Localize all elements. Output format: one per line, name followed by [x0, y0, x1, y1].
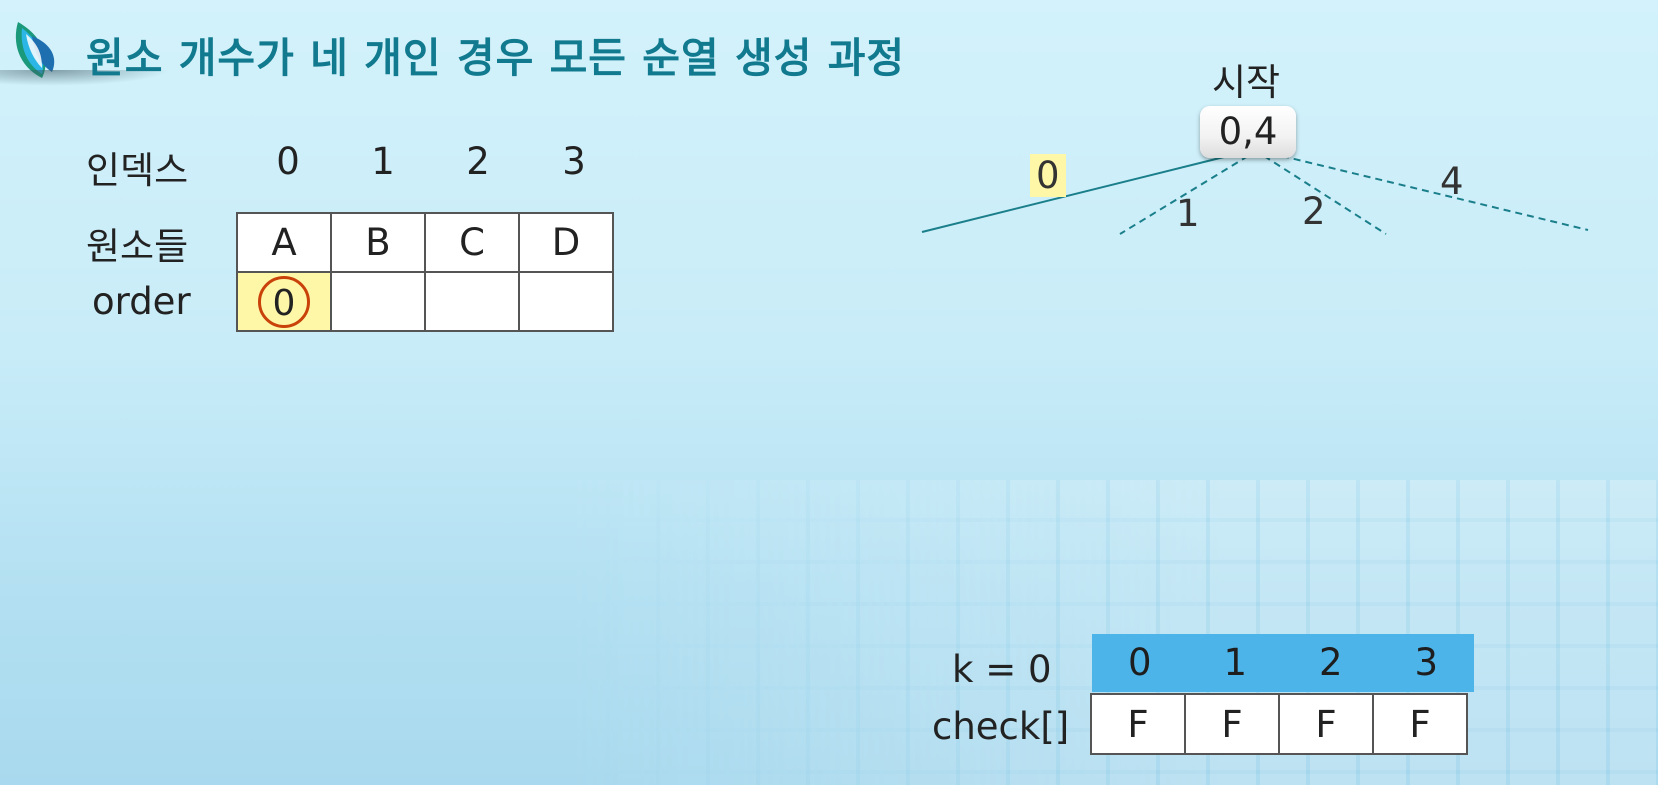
index-1: 1: [371, 140, 395, 183]
circled-value: 0: [258, 275, 310, 328]
order-cell: [424, 271, 520, 332]
check-index: 0: [1127, 641, 1152, 684]
check-cell: F: [1184, 693, 1280, 755]
element-cell: D: [518, 212, 614, 273]
check-index: 3: [1414, 641, 1439, 684]
element-cell: C: [424, 212, 520, 273]
leaf-logo-icon: [12, 18, 62, 84]
check-index-header: 0 1 2 3: [1092, 634, 1474, 692]
order-cell: 0: [236, 271, 332, 332]
check-cell: F: [1090, 693, 1186, 755]
edge-label-0: 0: [1030, 154, 1066, 197]
page-title: 원소 개수가 네 개인 경우 모든 순열 생성 과정: [86, 34, 906, 82]
index-3: 3: [562, 140, 586, 183]
element-cell: A: [236, 212, 332, 273]
tree-root-label: 시작: [1212, 61, 1281, 104]
check-index: 2: [1318, 641, 1343, 684]
index-2: 2: [466, 140, 490, 183]
element-cell: B: [330, 212, 426, 273]
edge-label-3: 4: [1440, 160, 1464, 203]
title-underline-shadow: [0, 70, 170, 86]
order-cell: [330, 271, 426, 332]
tree-root-node: 0,4: [1200, 106, 1296, 158]
check-cell: F: [1278, 693, 1374, 755]
check-cell: F: [1372, 693, 1468, 755]
tree-edge-0: [921, 155, 1229, 233]
index-0: 0: [276, 140, 300, 183]
check-table: F F F F: [1090, 693, 1468, 755]
order-table: 0: [236, 271, 614, 332]
elements-table: A B C D: [236, 212, 614, 273]
tree-edge-2: [1263, 155, 1387, 235]
order-cell: [518, 271, 614, 332]
edge-label-2: 2: [1302, 190, 1326, 233]
k-label: k = 0: [952, 648, 1052, 691]
elements-label: 원소들: [86, 225, 189, 268]
order-label: order: [92, 280, 191, 323]
tree-edge-3: [1281, 155, 1589, 231]
check-index: 1: [1223, 641, 1248, 684]
tree-edge-1: [1119, 155, 1249, 235]
check-array-label: check[]: [932, 705, 1070, 748]
index-label: 인덱스: [86, 149, 189, 192]
edge-label-1: 1: [1176, 192, 1200, 235]
